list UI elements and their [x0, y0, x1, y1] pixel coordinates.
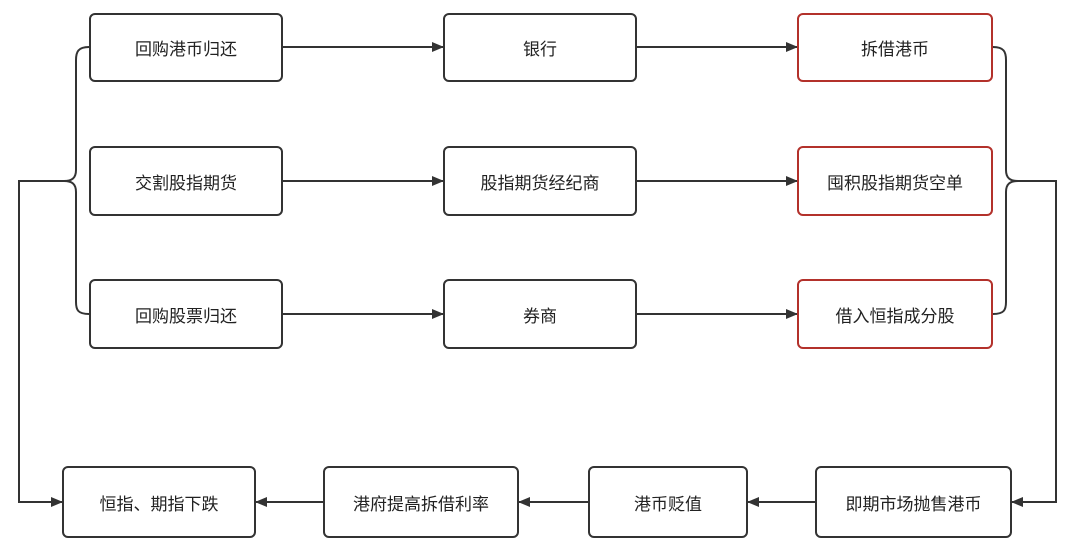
node-hkd-depreciation: 港币贬值	[588, 466, 748, 538]
node-label: 恒指、期指下跌	[99, 494, 219, 515]
node-label: 交割股指期货	[135, 173, 237, 194]
node-securities-firm: 券商	[443, 279, 637, 349]
node-label: 回购港币归还	[135, 40, 237, 60]
node-label: 券商	[523, 306, 557, 327]
node-borrow-hkd: 拆借港币	[797, 13, 993, 82]
left-brace	[63, 46, 90, 315]
node-deliver-futures: 交割股指期货	[89, 146, 283, 216]
node-label: 银行	[523, 40, 557, 60]
node-borrow-hsi-stocks: 借入恒指成分股	[797, 279, 993, 349]
node-accumulate-short: 囤积股指期货空单	[797, 146, 993, 216]
node-futures-broker: 股指期货经纪商	[443, 146, 637, 216]
node-index-decline: 恒指、期指下跌	[62, 466, 256, 538]
node-label: 股指期货经纪商	[480, 173, 600, 194]
arrow-left-down	[18, 180, 64, 507]
node-spot-sell-hkd: 即期市场抛售港币	[815, 466, 1012, 538]
node-label: 港币贬值	[634, 494, 702, 515]
node-govt-raise-rate: 港府提高拆借利率	[323, 466, 519, 538]
node-label: 拆借港币	[861, 40, 929, 60]
node-label: 囤积股指期货空单	[827, 173, 963, 194]
node-repurchase-stock: 回购股票归还	[89, 279, 283, 349]
node-label: 即期市场抛售港币	[845, 494, 982, 515]
arrow-right-down	[1011, 180, 1057, 507]
node-bank: 银行	[443, 13, 637, 82]
node-label: 借入恒指成分股	[835, 306, 955, 327]
node-label: 回购股票归还	[135, 306, 237, 327]
right-brace	[992, 46, 1019, 315]
node-repurchase-hkd: 回购港币归还	[89, 13, 283, 82]
node-label: 港府提高拆借利率	[353, 494, 489, 515]
